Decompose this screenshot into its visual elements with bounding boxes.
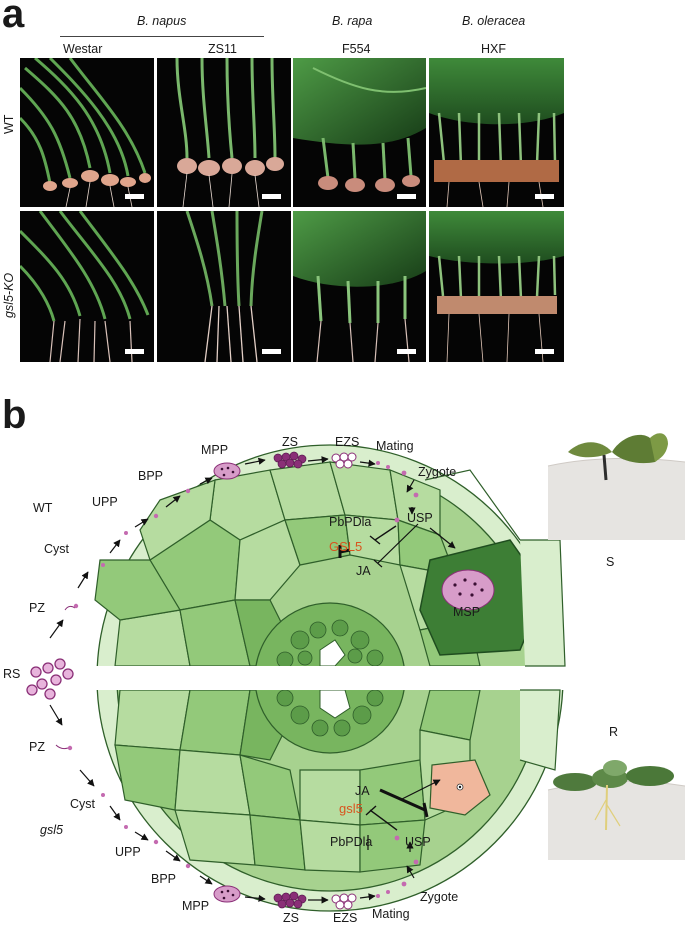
top-label-gsl5-gene: GSL5 [329, 539, 362, 554]
photo-f554-wt [293, 58, 426, 207]
top-label-pz: PZ [29, 601, 45, 615]
variety-label-zs11: ZS11 [208, 42, 237, 56]
top-label-zs: ZS [282, 435, 298, 449]
scale-bar [397, 194, 416, 199]
resting-spores [26, 658, 74, 700]
photo-zs11-wt [157, 58, 291, 207]
resistant-plant-image [547, 760, 685, 860]
photo-hxf-wt [429, 58, 564, 207]
photo-westar-wt [20, 58, 154, 207]
top-label-msp: MSP [453, 605, 480, 619]
top-label-bpp: BPP [138, 469, 163, 483]
top-label-ja: JA [356, 564, 371, 578]
bottom-label-usp: USP [405, 835, 431, 849]
variety-label-f554: F554 [342, 42, 371, 56]
scale-bar [535, 349, 554, 354]
top-label-cyst: Cyst [44, 542, 70, 556]
bottom-label-pz: PZ [29, 740, 45, 754]
label-rs: RS [3, 667, 20, 681]
photo-f554-gsl5-ko [293, 211, 426, 362]
label-wt: WT [33, 501, 53, 515]
variety-label-hxf: HXF [481, 42, 506, 56]
bottom-label-bpp: BPP [151, 872, 176, 886]
top-label-zygote: Zygote [418, 465, 456, 479]
gsl5-root-section [96, 690, 564, 912]
scale-bar [262, 194, 281, 199]
bottom-label-mpp: MPP [182, 899, 209, 913]
scale-bar [125, 349, 144, 354]
susceptible-plant-image [547, 433, 685, 540]
panel-letter-a: a [2, 0, 25, 36]
photo-westar-gsl5-ko [20, 211, 154, 362]
wt-root-section [94, 444, 564, 666]
bottom-label-upp: UPP [115, 845, 141, 859]
label-resistant: R [609, 725, 618, 739]
scale-bar [397, 349, 416, 354]
bottom-label-gsl5-gene: gsl5 [339, 801, 363, 816]
species-label-b-rapa: B. rapa [332, 14, 373, 28]
species-bracket-line [60, 36, 264, 37]
species-label-b-napus: B. napus [137, 14, 187, 28]
top-label-usp: USP [407, 511, 433, 525]
label-susceptible: S [606, 555, 614, 569]
variety-label-westar: Westar [63, 42, 103, 56]
panel-letter-b: b [2, 393, 27, 437]
scale-bar [125, 194, 144, 199]
photo-zs11-gsl5-ko [157, 211, 291, 362]
top-label-mating: Mating [376, 439, 414, 453]
bottom-label-mating: Mating [372, 907, 410, 921]
photo-hxf-gsl5-ko [429, 211, 564, 362]
bottom-label-cyst: Cyst [70, 797, 96, 811]
bottom-pathogen-stages [49, 704, 441, 910]
top-label-pbpdla: PbPDla [329, 515, 371, 529]
top-label-ezs: EZS [335, 435, 359, 449]
top-pathogen-stages [49, 451, 456, 639]
scale-bar [535, 194, 554, 199]
label-gsl5-genotype: gsl5 [40, 823, 63, 837]
top-label-mpp: MPP [201, 443, 228, 457]
species-label-b-oleracea: B. oleracea [462, 14, 526, 28]
bottom-label-ja: JA [355, 784, 370, 798]
bottom-label-zs: ZS [283, 911, 299, 925]
bottom-label-ezs: EZS [333, 911, 357, 925]
scale-bar [262, 349, 281, 354]
top-label-upp: UPP [92, 495, 118, 509]
bottom-label-pbpdla: PbPDla [330, 835, 372, 849]
bottom-label-zygote: Zygote [420, 890, 458, 904]
